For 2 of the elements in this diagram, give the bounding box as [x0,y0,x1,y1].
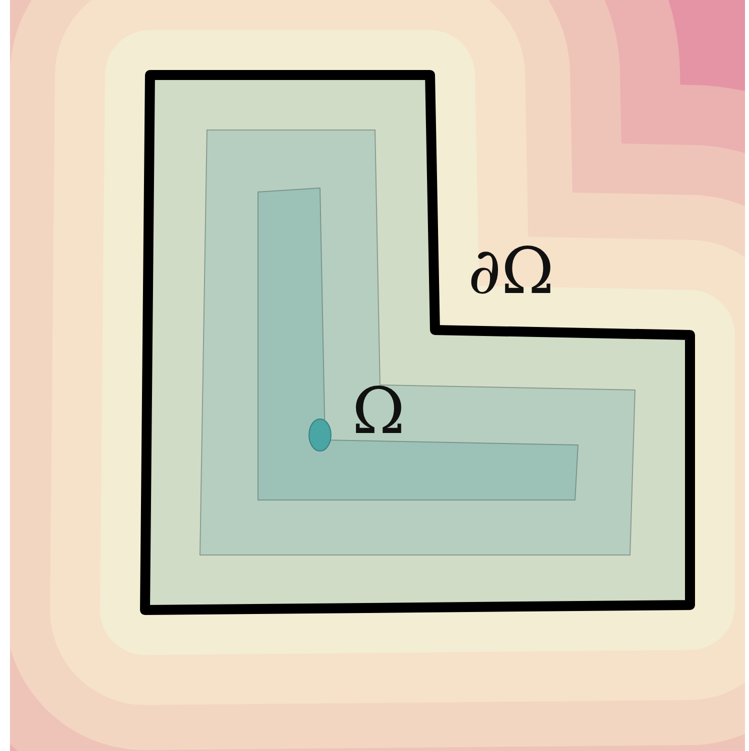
math-symbol-label: Ω [352,380,406,444]
math-symbol-label: ∂Ω [468,240,554,304]
